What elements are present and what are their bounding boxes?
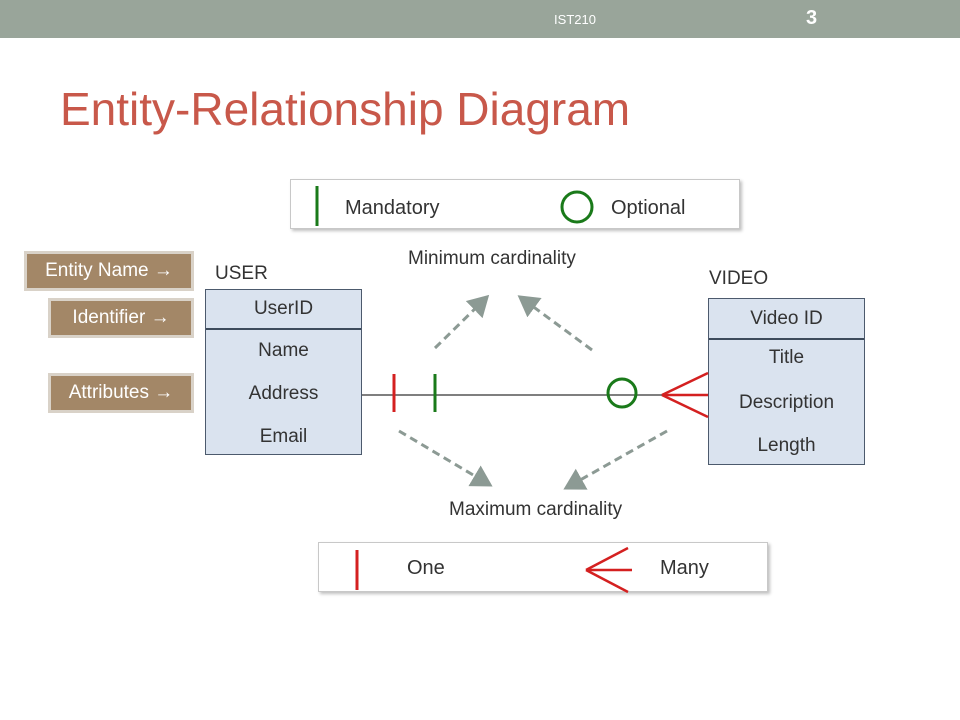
legend-many-crowfoot — [585, 546, 632, 594]
maximum-cardinality-legend: One Many — [318, 542, 768, 592]
identifier-label: Identifier → — [48, 298, 194, 338]
minimum-cardinality-caption: Minimum cardinality — [408, 248, 576, 269]
user-entity-name: USER — [215, 263, 268, 284]
page-number: 3 — [806, 7, 818, 29]
minimum-cardinality-legend: Mandatory Optional — [290, 179, 740, 229]
video-many-crowfoot — [661, 371, 709, 419]
course-label: IST210 — [554, 12, 596, 27]
min-arrow-left — [433, 294, 490, 350]
slide-title: Entity-Relationship Diagram — [60, 83, 631, 135]
one-text: One — [407, 557, 445, 579]
user-identifier: UserID — [206, 290, 361, 330]
min-arrow-right — [517, 295, 593, 352]
max-arrow-right — [563, 429, 668, 490]
optional-text: Optional — [611, 197, 686, 219]
user-entity: UserID Name Address Email — [205, 289, 362, 455]
attributes-label: Attributes → — [48, 373, 194, 413]
user-attribute-address: Address — [248, 383, 319, 404]
video-optional-circle — [606, 377, 638, 409]
mandatory-text: Mandatory — [345, 197, 440, 219]
maximum-cardinality-caption: Maximum cardinality — [449, 499, 623, 520]
user-attribute-email: Email — [259, 426, 308, 447]
user-attribute-name: Name — [258, 340, 309, 361]
max-arrow-left — [398, 429, 493, 487]
video-attribute-title: Title — [768, 347, 805, 368]
legend-optional-circle — [560, 190, 594, 224]
video-identifier: Video ID — [709, 299, 864, 340]
entity-name-label: Entity Name → — [24, 251, 194, 291]
video-attribute-description: Description — [738, 392, 835, 413]
video-entity-name: VIDEO — [709, 268, 769, 289]
video-entity: Video ID Title Description Length — [708, 298, 865, 465]
video-attribute-length: Length — [757, 435, 816, 456]
many-text: Many — [660, 557, 709, 579]
header-bar: IST210 3 — [0, 0, 960, 38]
